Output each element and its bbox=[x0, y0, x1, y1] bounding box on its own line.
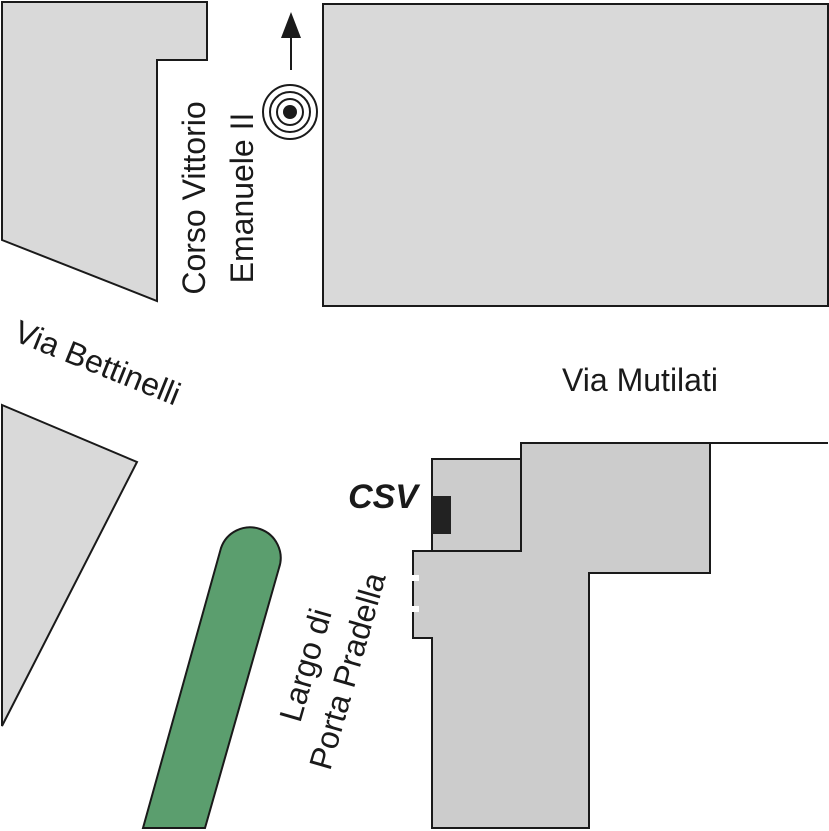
location-target-icon bbox=[262, 84, 318, 140]
poi-label-csv: CSV bbox=[348, 478, 421, 516]
building-inner-wall bbox=[432, 459, 522, 552]
building-top-right bbox=[322, 3, 829, 307]
street-label-bettinelli: Via Bettinelli bbox=[9, 313, 185, 412]
csv-entrance-marker bbox=[432, 496, 451, 534]
building-left-triangle bbox=[1, 403, 139, 727]
building-top-left bbox=[1, 1, 208, 303]
street-label-corso-line2: Emanuele II bbox=[224, 113, 260, 284]
building-bottom-right bbox=[412, 442, 711, 829]
park-strip bbox=[141, 526, 282, 829]
north-arrow-icon bbox=[281, 12, 301, 70]
street-label-mutilati: Via Mutilati bbox=[562, 362, 718, 398]
entrance-mark-2 bbox=[411, 606, 419, 612]
street-label-corso-line1: Corso Vittorio bbox=[176, 101, 212, 294]
entrance-mark-1 bbox=[411, 575, 419, 581]
